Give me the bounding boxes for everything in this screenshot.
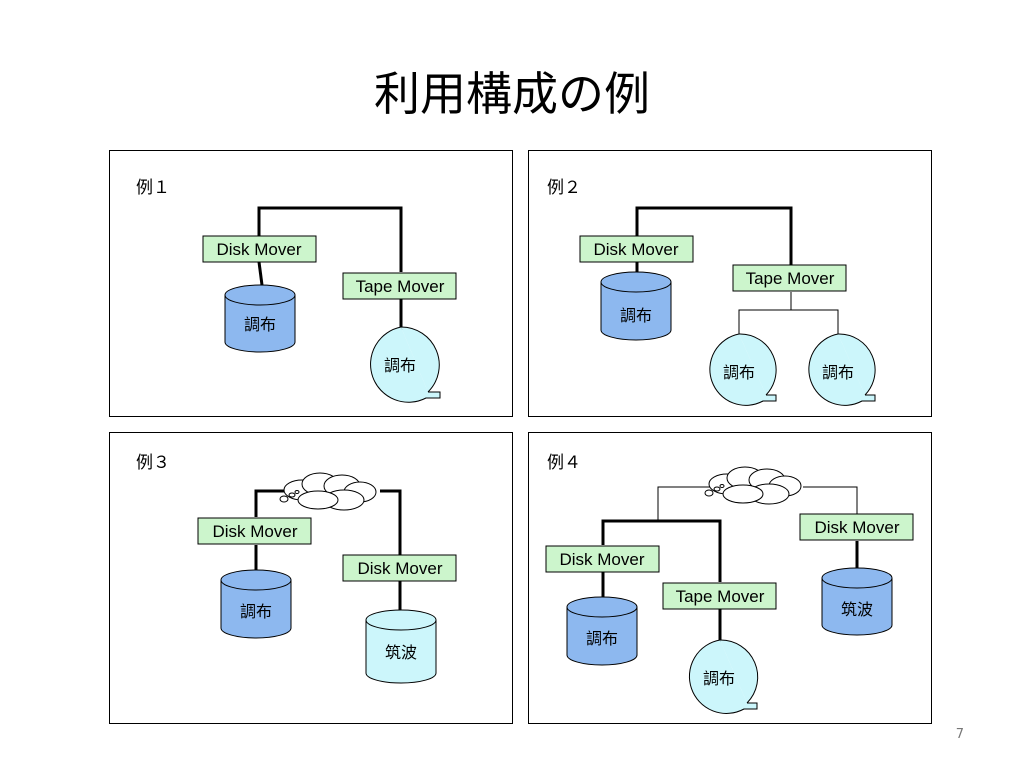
tape-mover-label: Tape Mover [356,277,445,296]
tape-branch-line [738,292,839,334]
example-3-label: 例３ [136,453,170,473]
disk-cylinder: 調布 [220,569,292,639]
disk-mover-label: Disk Mover [559,550,644,569]
tape-reel: 調布 [808,333,876,406]
tape-mover-box [732,264,847,292]
tape-mover-label: Tape Mover [676,587,765,606]
disk-site-label: 調布 [244,315,276,334]
disk-site-label: 調布 [586,629,618,648]
disk-cylinder: 調布 [566,596,638,666]
example-1: 例１ 調布 Disk Mover Tape Mover 調布 [136,178,457,403]
network-line [254,489,402,555]
tape-mover-box [662,582,777,610]
disk-mover-label: Disk Mover [593,240,678,259]
tape-site-label: 調布 [822,363,854,382]
tape-reel: 調布 [709,333,777,406]
example-4: 例４ 調布 Disk Mover Tape Mover 調布 Disk Move… [545,453,914,714]
disk-mover-label: Disk Mover [357,559,442,578]
disk-cylinder: 筑波 [365,609,437,684]
disk-cylinder: 筑波 [821,567,893,636]
example-2: 例２ 調布 Disk Mover Tape Mover 調布 調布 [547,178,876,406]
tape-reel: 調布 [370,326,441,403]
tape-site-label: 調布 [703,669,735,688]
network-line [257,206,403,272]
disk-mover-box [799,513,914,541]
disk-cylinder: 調布 [224,284,296,353]
disk-mover-box [197,517,312,545]
example-4-label: 例４ [547,453,581,473]
disk-cylinder: 調布 [600,271,672,341]
tape-site-label: 調布 [723,363,755,382]
network-line [601,519,722,582]
network-line [635,206,793,265]
example-2-label: 例２ [547,178,581,198]
tape-site-label: 調布 [384,356,416,375]
disk-mover-box [545,545,660,573]
example-1-label: 例１ [136,178,170,198]
disk-site-label: 調布 [240,602,272,621]
disk-site-label: 筑波 [385,643,417,662]
cloud-icon [704,466,802,505]
disk-site-label: 筑波 [841,600,873,619]
tape-mover-box [342,272,457,300]
disk-mover-box [579,235,694,263]
page-number: 7 [955,727,964,742]
cloud-icon [279,472,377,511]
disk-mover-label: Disk Mover [814,518,899,537]
slide-title: 利用構成の例 [374,67,650,121]
wan-line [657,486,858,521]
connector-line [257,261,264,286]
disk-mover-label: Disk Mover [216,240,301,259]
example-3: 例３ 調布 Disk Mover Disk Mover 筑波 [136,453,457,684]
tape-mover-label: Tape Mover [746,269,835,288]
disk-mover-box [202,235,317,263]
disk-mover-label: Disk Mover [212,522,297,541]
tape-reel: 調布 [689,639,759,714]
disk-mover-box [342,554,457,582]
disk-site-label: 調布 [620,306,652,325]
